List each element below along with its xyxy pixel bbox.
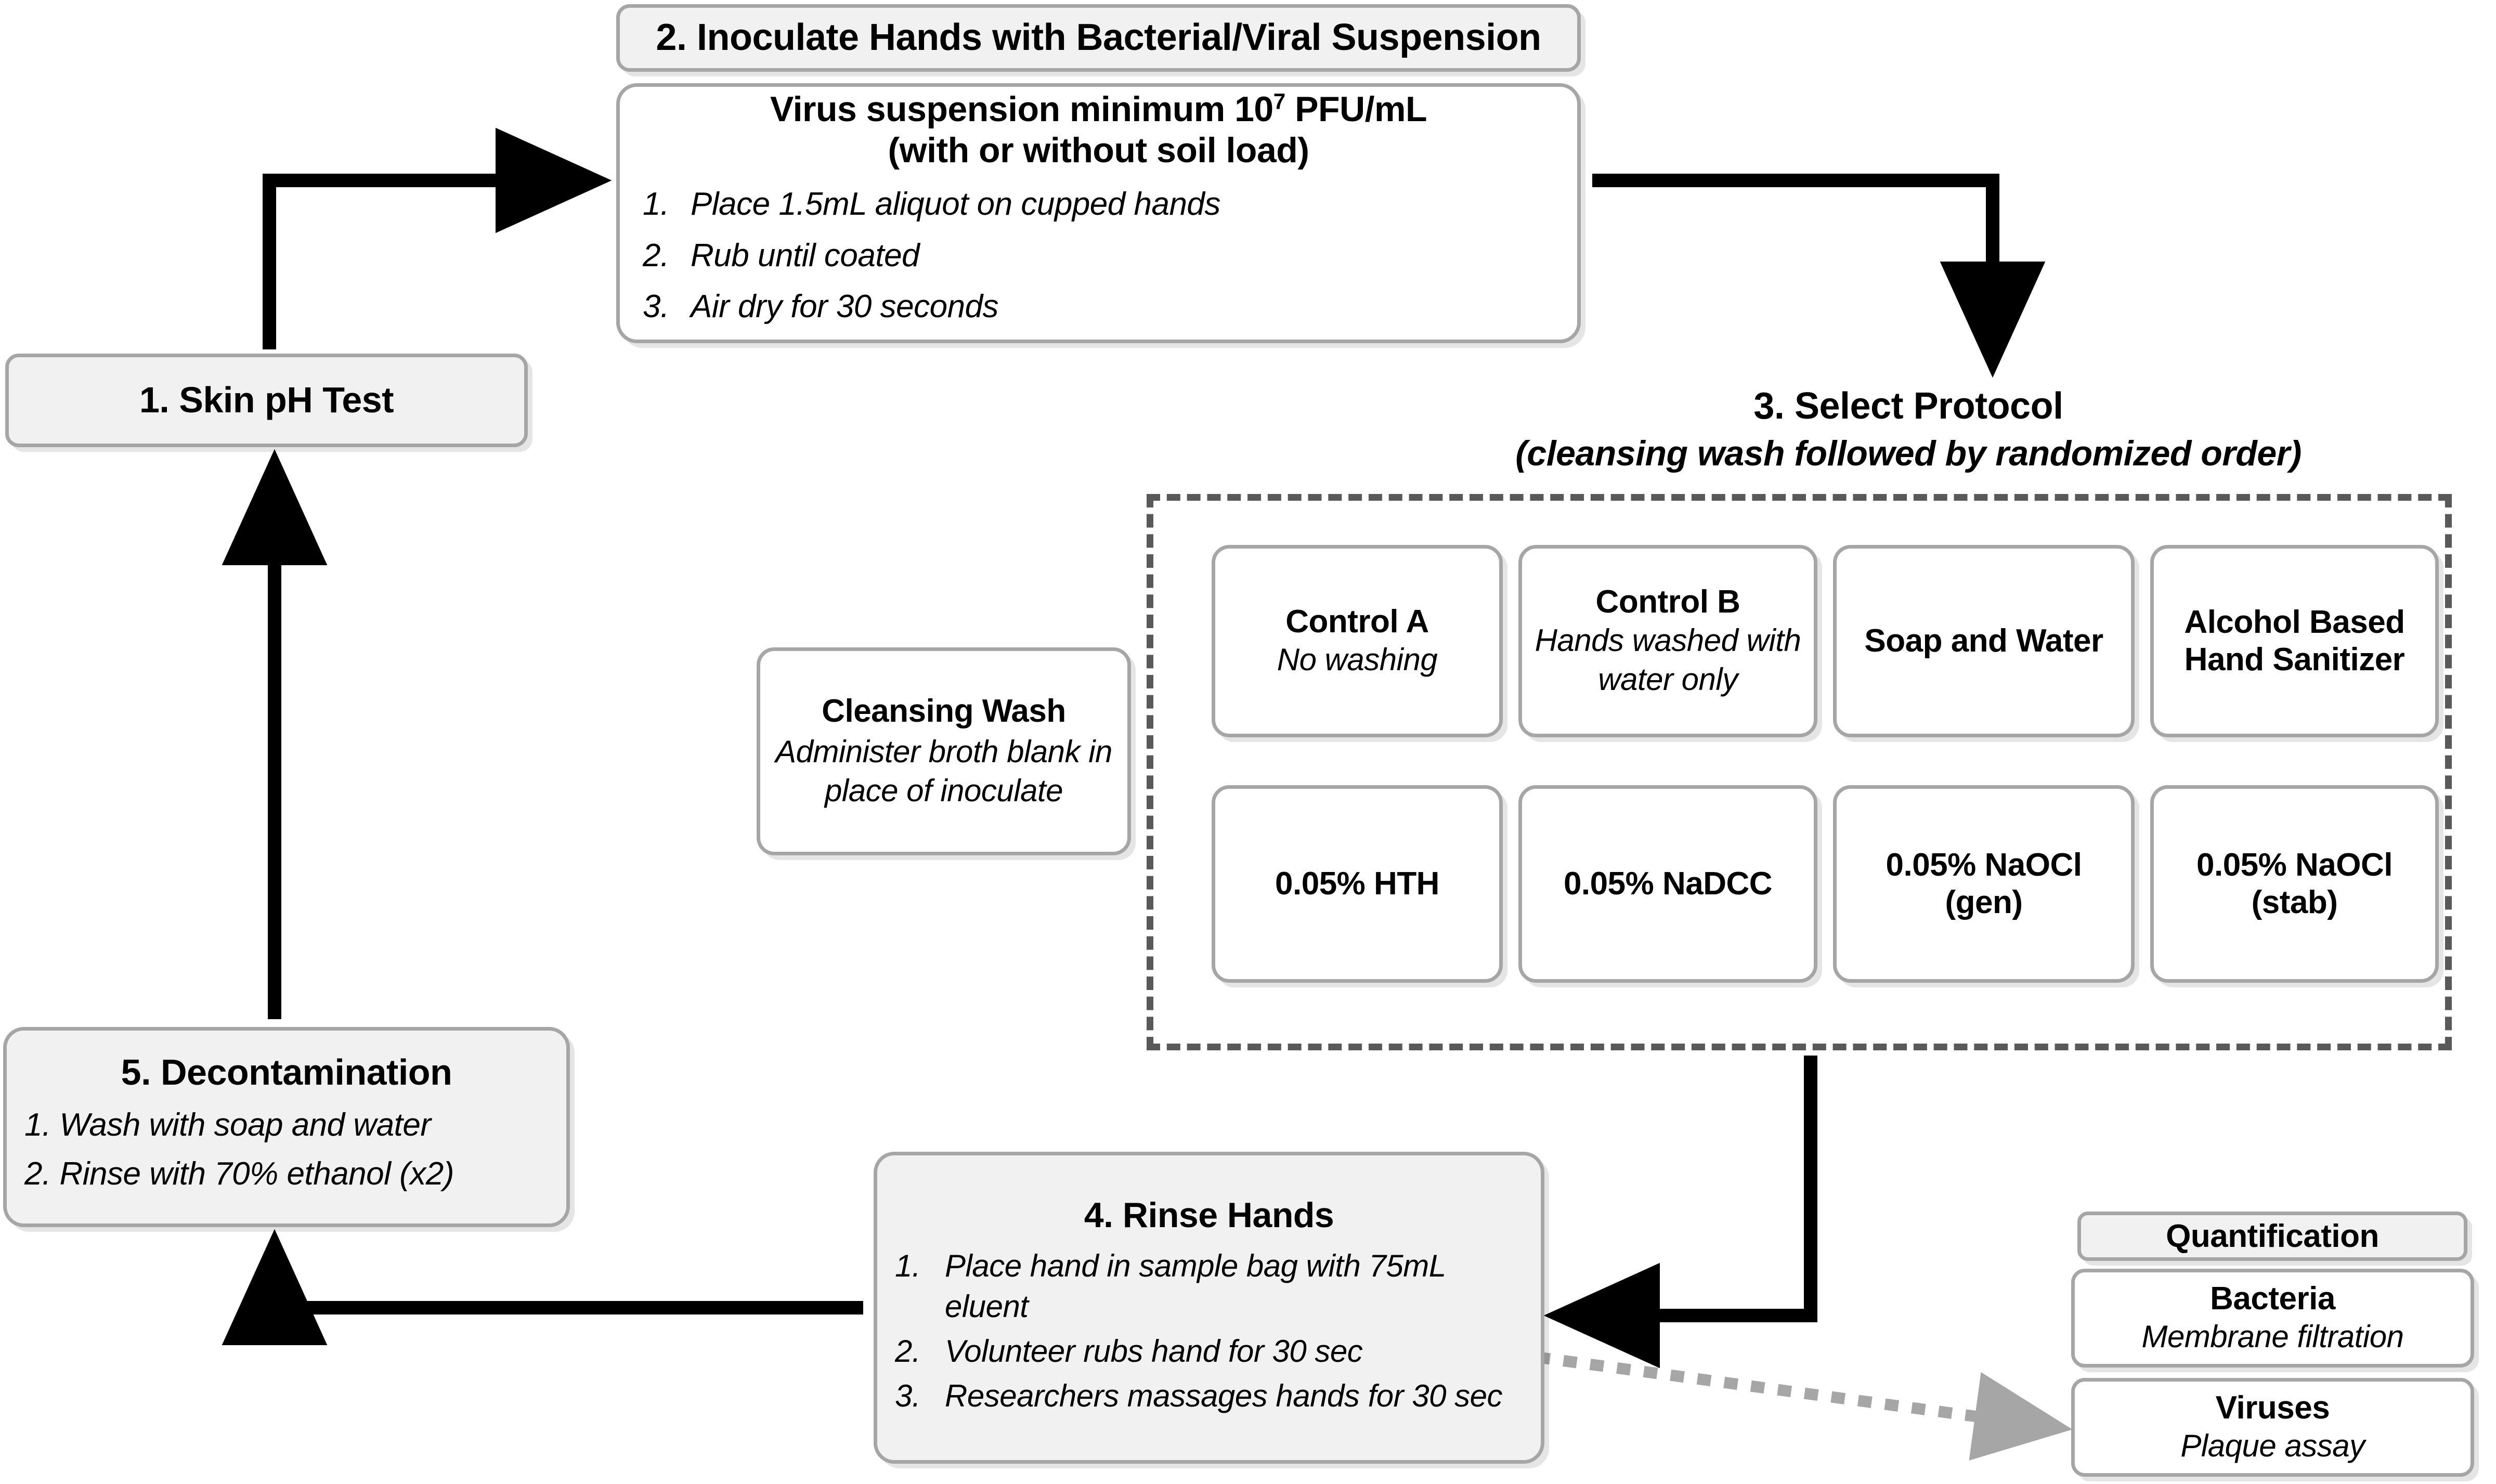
protocol-option-soap-and-water[interactable]: Soap and Water [1833,545,2135,737]
protocol-option-title: Alcohol Based Hand Sanitizer [2184,604,2405,678]
protocol-option-title: 0.05% NaDCC [1563,866,1773,902]
protocol-option-title: 0.05% NaOCl (gen) [1886,847,2082,920]
step5-step-2-text: Rinse with 70% ethanol (x2) [59,1156,454,1192]
step5-step-list: 1. Wash with soap and water 2. Rinse wit… [24,1104,549,1203]
step2-step-2-number: 2. [643,237,669,274]
protocol-option-title: Soap and Water [1864,623,2103,659]
step5-decontamination-box: 5. Decontamination 1. Wash with soap and… [3,1027,570,1227]
protocol-option-title: 0.05% NaOCl (stab) [2196,847,2393,920]
quantification-viruses-box: Viruses Plaque assay [2071,1378,2474,1477]
step2-step-3-text: Air dry for 30 seconds [691,289,999,325]
connector-step4-to-quantification [1536,1351,2073,1461]
protocol-option-control-b[interactable]: Control B Hands washed with water only [1518,545,1817,737]
quantification-header-label: Quantification [2166,1218,2379,1254]
protocol-group-dashed-container [1147,494,2452,1050]
protocol-option-title: Control A [1285,603,1429,640]
step3-subtitle: (cleansing wash followed by randomized o… [1515,433,2302,473]
list-item: 1. Wash with soap and water [24,1104,549,1147]
step2-body-box: Virus suspension minimum 107 PFU/mL (wit… [616,83,1581,343]
connector-step3-to-step4 [1543,1056,1817,1369]
connector-step1-to-step2 [263,127,612,349]
quantification-viruses-subtitle: Plaque assay [2180,1428,2365,1464]
connector-step4-to-step5 [222,1229,863,1346]
list-item: 1. Place hand in sample bag with 75mL el… [895,1246,1523,1327]
step4-rinse-hands-box: 4. Rinse Hands 1. Place hand in sample b… [874,1152,1544,1464]
step2-step-1-number: 1. [643,186,669,222]
step1-skin-ph-test-box: 1. Skin pH Test [5,354,528,447]
step2-header-label: 2. Inoculate Hands with Bacterial/Viral … [656,17,1541,59]
step3-title: 3. Select Protocol [1753,385,2063,427]
list-item: 3. Researchers massages hands for 30 sec [895,1376,1523,1416]
step2-soil-load-line: (with or without soil load) [888,131,1309,171]
step2-step-1-text: Place 1.5mL aliquot on cupped hands [691,186,1220,222]
step1-title: 1. Skin pH Test [139,380,394,421]
quantification-header-box: Quantification [2077,1212,2467,1261]
protocol-option-subtitle: Hands washed with water only [1535,622,1801,697]
list-item: 2. Volunteer rubs hand for 30 sec [895,1331,1523,1372]
step4-step-2-text: Volunteer rubs hand for 30 sec [945,1334,1363,1369]
step3-heading-group: 3. Select Protocol (cleansing wash follo… [1321,385,2496,476]
step5-step-2-number: 2. [24,1156,51,1192]
quantification-bacteria-subtitle: Membrane filtration [2141,1319,2404,1355]
step4-step-1-text: Place hand in sample bag with 75mL eluen… [945,1248,1446,1324]
protocol-option-title: Control B [1595,584,1740,620]
step2-step-3-number: 3. [643,289,669,325]
list-item: 1. Place 1.5mL aliquot on cupped hands [643,184,1554,226]
step2-step-list: 1. Place 1.5mL aliquot on cupped hands 2… [643,184,1554,337]
step4-step-2-number: 2. [895,1334,921,1369]
protocol-option-alcohol-based-hand-sanitizer[interactable]: Alcohol Based Hand Sanitizer [2150,545,2439,737]
list-item: 2. Rinse with 70% ethanol (x2) [24,1153,549,1195]
step2-header-box: 2. Inoculate Hands with Bacterial/Viral … [616,4,1581,72]
step5-step-1-number: 1. [24,1107,51,1143]
cleansing-wash-title: Cleansing Wash [822,693,1066,730]
protocol-option-hth[interactable]: 0.05% HTH [1212,785,1503,983]
step4-step-3-number: 3. [895,1378,921,1414]
step2-step-2-text: Rub until coated [691,237,920,274]
quantification-viruses-title: Viruses [2215,1389,2330,1426]
protocol-option-nadcc[interactable]: 0.05% NaDCC [1518,785,1817,983]
protocol-option-naocl-stab[interactable]: 0.05% NaOCl (stab) [2150,785,2439,983]
step4-step-list: 1. Place hand in sample bag with 75mL el… [895,1246,1523,1421]
step2-suspension-line1: Virus suspension minimum 107 PFU/mL [643,89,1554,130]
protocol-option-control-a[interactable]: Control A No washing [1212,545,1503,737]
quantification-bacteria-title: Bacteria [2210,1280,2335,1317]
step4-title: 4. Rinse Hands [1084,1195,1334,1235]
cleansing-wash-subtitle: Administer broth blank in place of inocu… [775,734,1112,808]
step2-suspension-post: PFU/mL [1285,89,1427,129]
step2-suspension-exponent: 7 [1273,89,1285,114]
cleansing-wash-box: Cleansing Wash Administer broth blank in… [757,647,1131,855]
step4-step-3-text: Researchers massages hands for 30 sec [945,1378,1503,1414]
quantification-bacteria-box: Bacteria Membrane filtration [2071,1269,2474,1368]
protocol-option-subtitle: No washing [1277,642,1438,678]
list-item: 3. Air dry for 30 seconds [643,286,1554,328]
list-item: 2. Rub until coated [643,235,1554,277]
protocol-option-title: 0.05% HTH [1275,866,1439,902]
step5-title: 5. Decontamination [121,1052,452,1093]
step4-step-1-number: 1. [895,1248,921,1284]
step5-step-1-text: Wash with soap and water [59,1107,431,1143]
step2-suspension-pre: Virus suspension minimum 10 [770,89,1273,129]
connector-step2-to-step3 [1592,174,2046,378]
protocol-option-naocl-gen[interactable]: 0.05% NaOCl (gen) [1833,785,2135,983]
